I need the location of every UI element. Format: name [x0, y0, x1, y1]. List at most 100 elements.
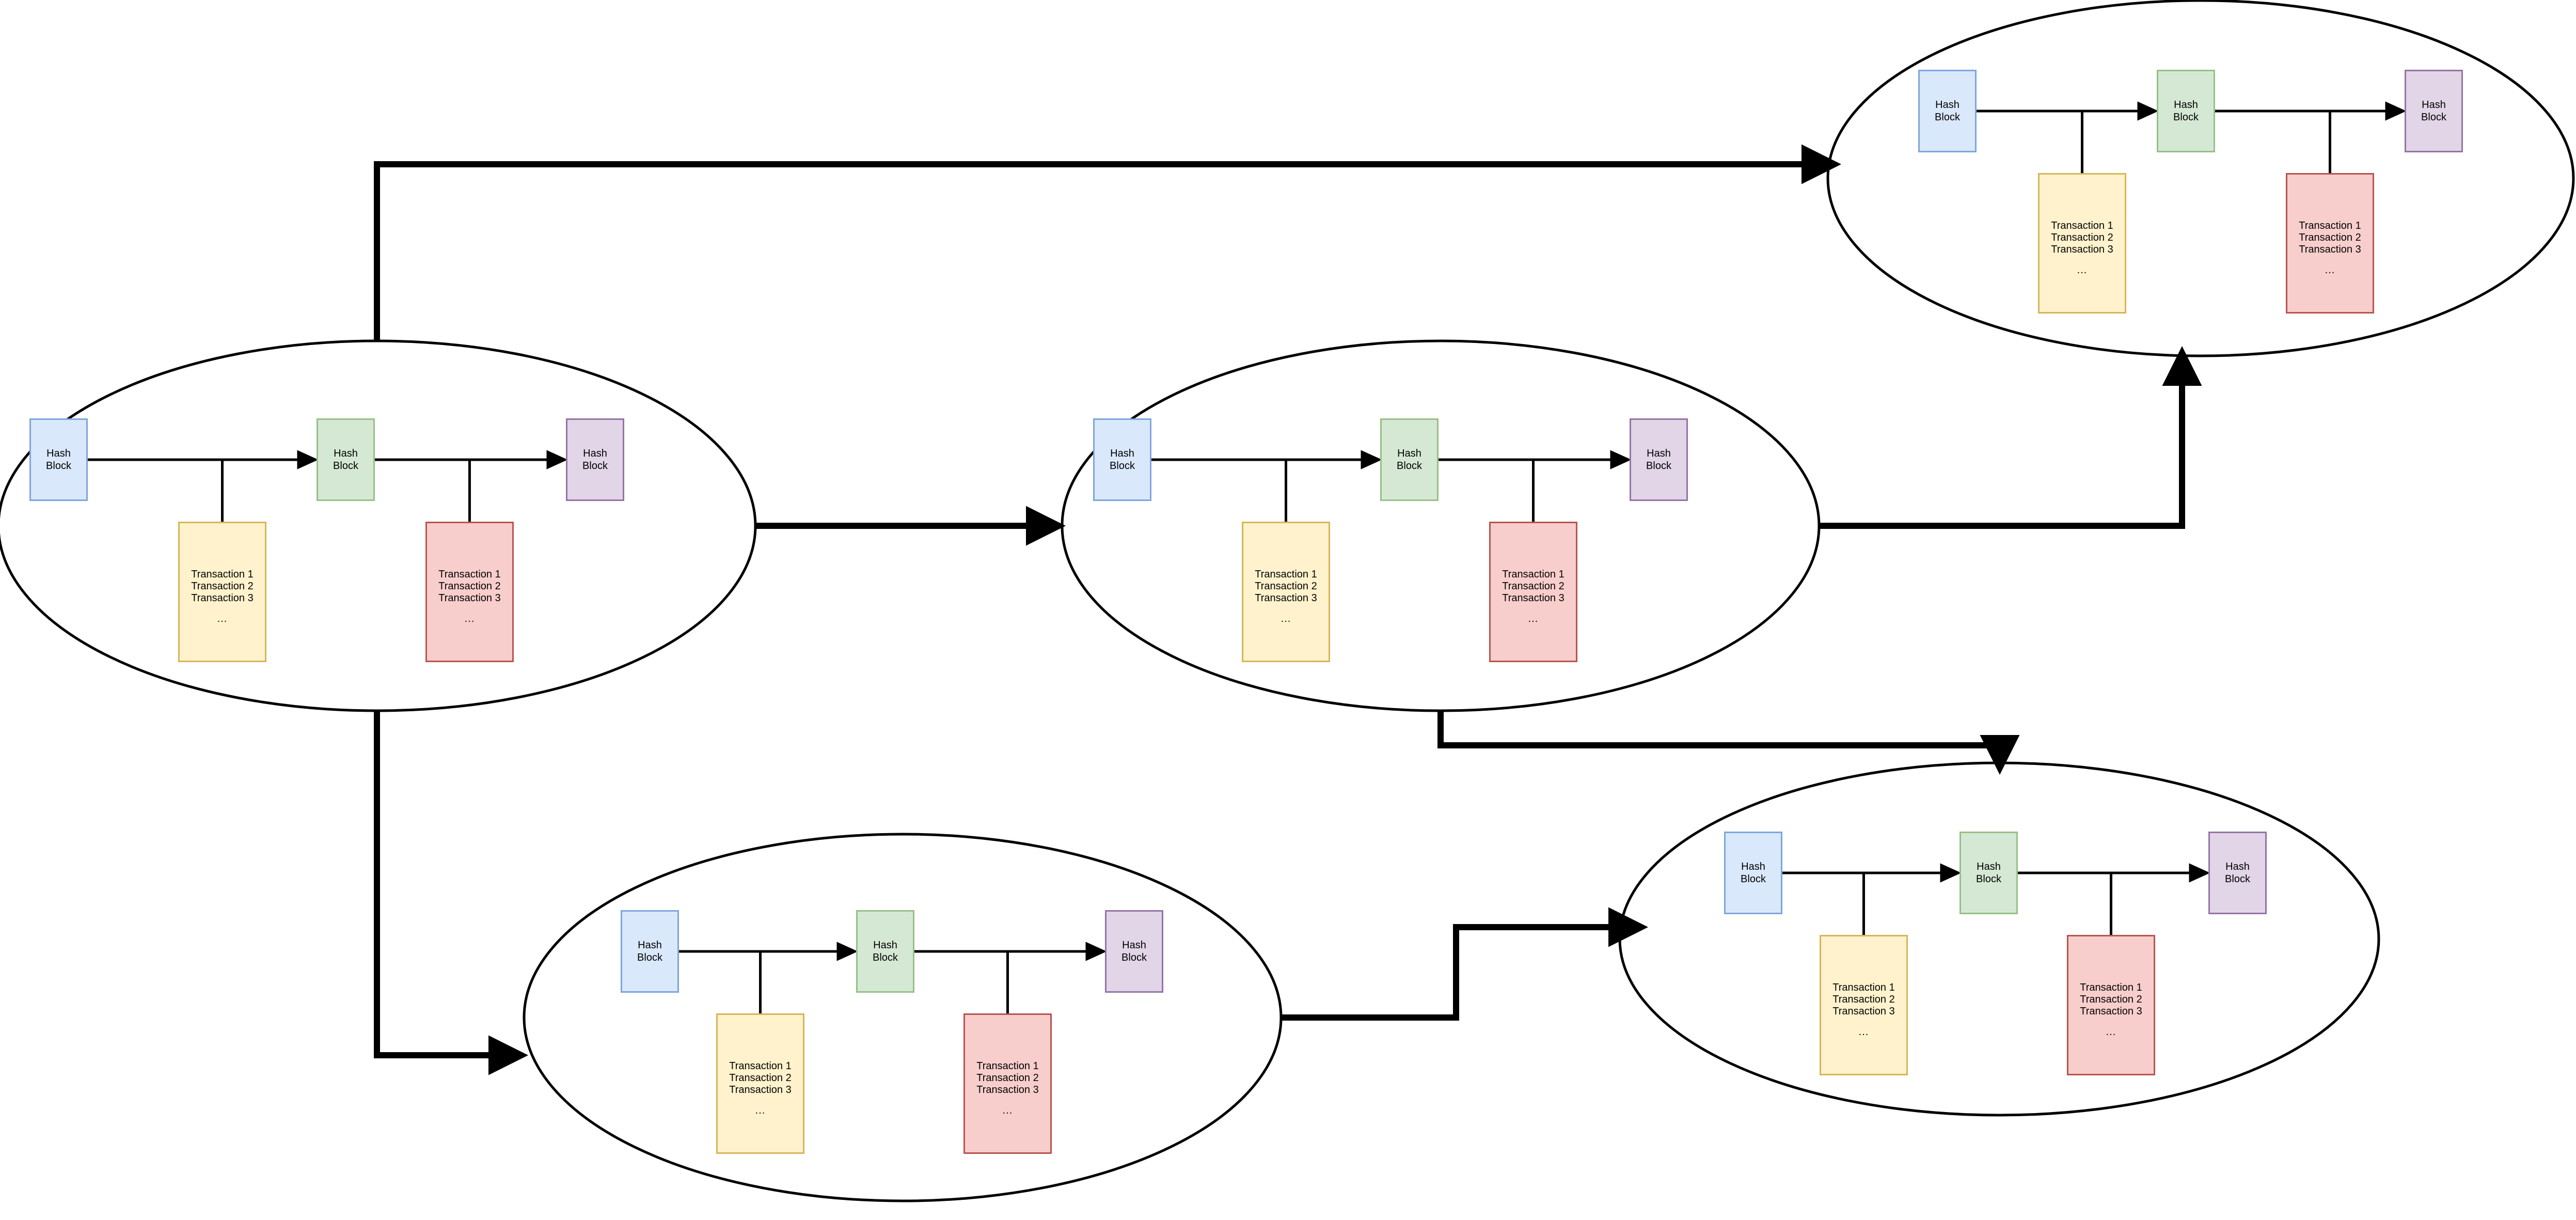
hash-block-label-line2: Block	[333, 460, 358, 472]
transaction-item: Transaction 3	[976, 1084, 1039, 1096]
edge-middle-to-top-right	[1819, 346, 2202, 529]
inner-link-layer	[88, 101, 2407, 1013]
transaction-ellipsis: ...	[1528, 613, 1539, 624]
ledger-copy-middle-boundary	[1061, 339, 1821, 712]
hash-block-label-line1: Hash	[1397, 447, 1421, 459]
edge-left-to-bottom-middle	[374, 711, 528, 1075]
hash-block-label-line2: Block	[1397, 460, 1422, 472]
transaction-item: Transaction 3	[2299, 243, 2361, 255]
transaction-item: Transaction 2	[2080, 993, 2142, 1005]
transaction-item: Transaction 1	[1832, 981, 1895, 993]
transaction-item: Transaction 3	[1255, 592, 1317, 604]
hash-block-label-line1: Hash	[334, 447, 358, 459]
hash-block-label-line1: Hash	[1110, 447, 1134, 459]
edge-layer	[374, 144, 2202, 1075]
transaction-item: Transaction 3	[1832, 1005, 1895, 1017]
hash-block-label-line1: Hash	[2174, 99, 2198, 111]
hash-block-label-line1: Hash	[1935, 99, 1959, 111]
transaction-item: Transaction 2	[191, 580, 254, 592]
ledger-copy-bottom-right-boundary	[1618, 761, 2380, 1117]
transaction-ellipsis: ...	[1858, 1026, 1869, 1038]
transaction-ellipsis: ...	[1281, 613, 1291, 624]
transaction-item: Transaction 3	[438, 592, 501, 604]
transaction-item: Transaction 1	[2080, 981, 2142, 993]
hash-block-label-line2: Block	[637, 952, 662, 963]
hash-block-label-line2: Block	[1976, 873, 2001, 885]
transaction-item: Transaction 3	[729, 1084, 792, 1096]
hash-block-label-line2: Block	[2421, 112, 2446, 123]
hash-block-label-line1: Hash	[1122, 939, 1146, 951]
transaction-ellipsis: ...	[2106, 1026, 2116, 1038]
hash-block-label-line2: Block	[1646, 460, 1671, 472]
transaction-item: Transaction 2	[1832, 993, 1895, 1005]
transaction-ellipsis: ...	[1002, 1104, 1013, 1116]
transaction-item: Transaction 2	[2299, 231, 2361, 243]
hash-block-label-line2: Block	[873, 952, 898, 963]
hash-block-label-line1: Hash	[46, 447, 71, 459]
transaction-item: Transaction 2	[438, 580, 501, 592]
hash-block-label-line1: Hash	[2422, 99, 2446, 111]
hash-block-label-line1: Hash	[2225, 861, 2250, 872]
transaction-item: Transaction 1	[438, 568, 501, 580]
hash-block-label-line1: Hash	[873, 939, 897, 951]
transaction-item: Transaction 3	[2051, 243, 2113, 255]
hash-block-label-line1: Hash	[1647, 447, 1671, 459]
transaction-item: Transaction 2	[729, 1072, 792, 1084]
transaction-item: Transaction 1	[1255, 568, 1317, 580]
edge-middle-to-bottom-right	[1437, 711, 2020, 775]
hash-block-label-line2: Block	[1121, 952, 1147, 963]
hash-block-label-line2: Block	[2225, 873, 2250, 885]
transaction-item: Transaction 1	[2051, 220, 2113, 231]
hash-block-label-line2: Block	[46, 460, 71, 472]
transaction-item: Transaction 2	[976, 1072, 1039, 1084]
hash-block-label-line1: Hash	[1977, 861, 2001, 872]
hash-block-label-line2: Block	[1935, 112, 1960, 123]
transaction-ellipsis: ...	[2077, 264, 2088, 276]
transaction-item: Transaction 1	[191, 568, 254, 580]
transaction-item: Transaction 2	[2051, 231, 2113, 243]
hash-block-label-line1: Hash	[1741, 861, 1765, 872]
transaction-ellipsis: ...	[755, 1104, 766, 1116]
hash-block-label-line2: Block	[2173, 112, 2199, 123]
transaction-item: Transaction 3	[2080, 1005, 2142, 1017]
transaction-item: Transaction 3	[191, 592, 254, 604]
transaction-item: Transaction 1	[976, 1060, 1039, 1072]
ledger-copy-bottom-middle-boundary	[523, 833, 1283, 1202]
transaction-ellipsis: ...	[464, 613, 475, 624]
